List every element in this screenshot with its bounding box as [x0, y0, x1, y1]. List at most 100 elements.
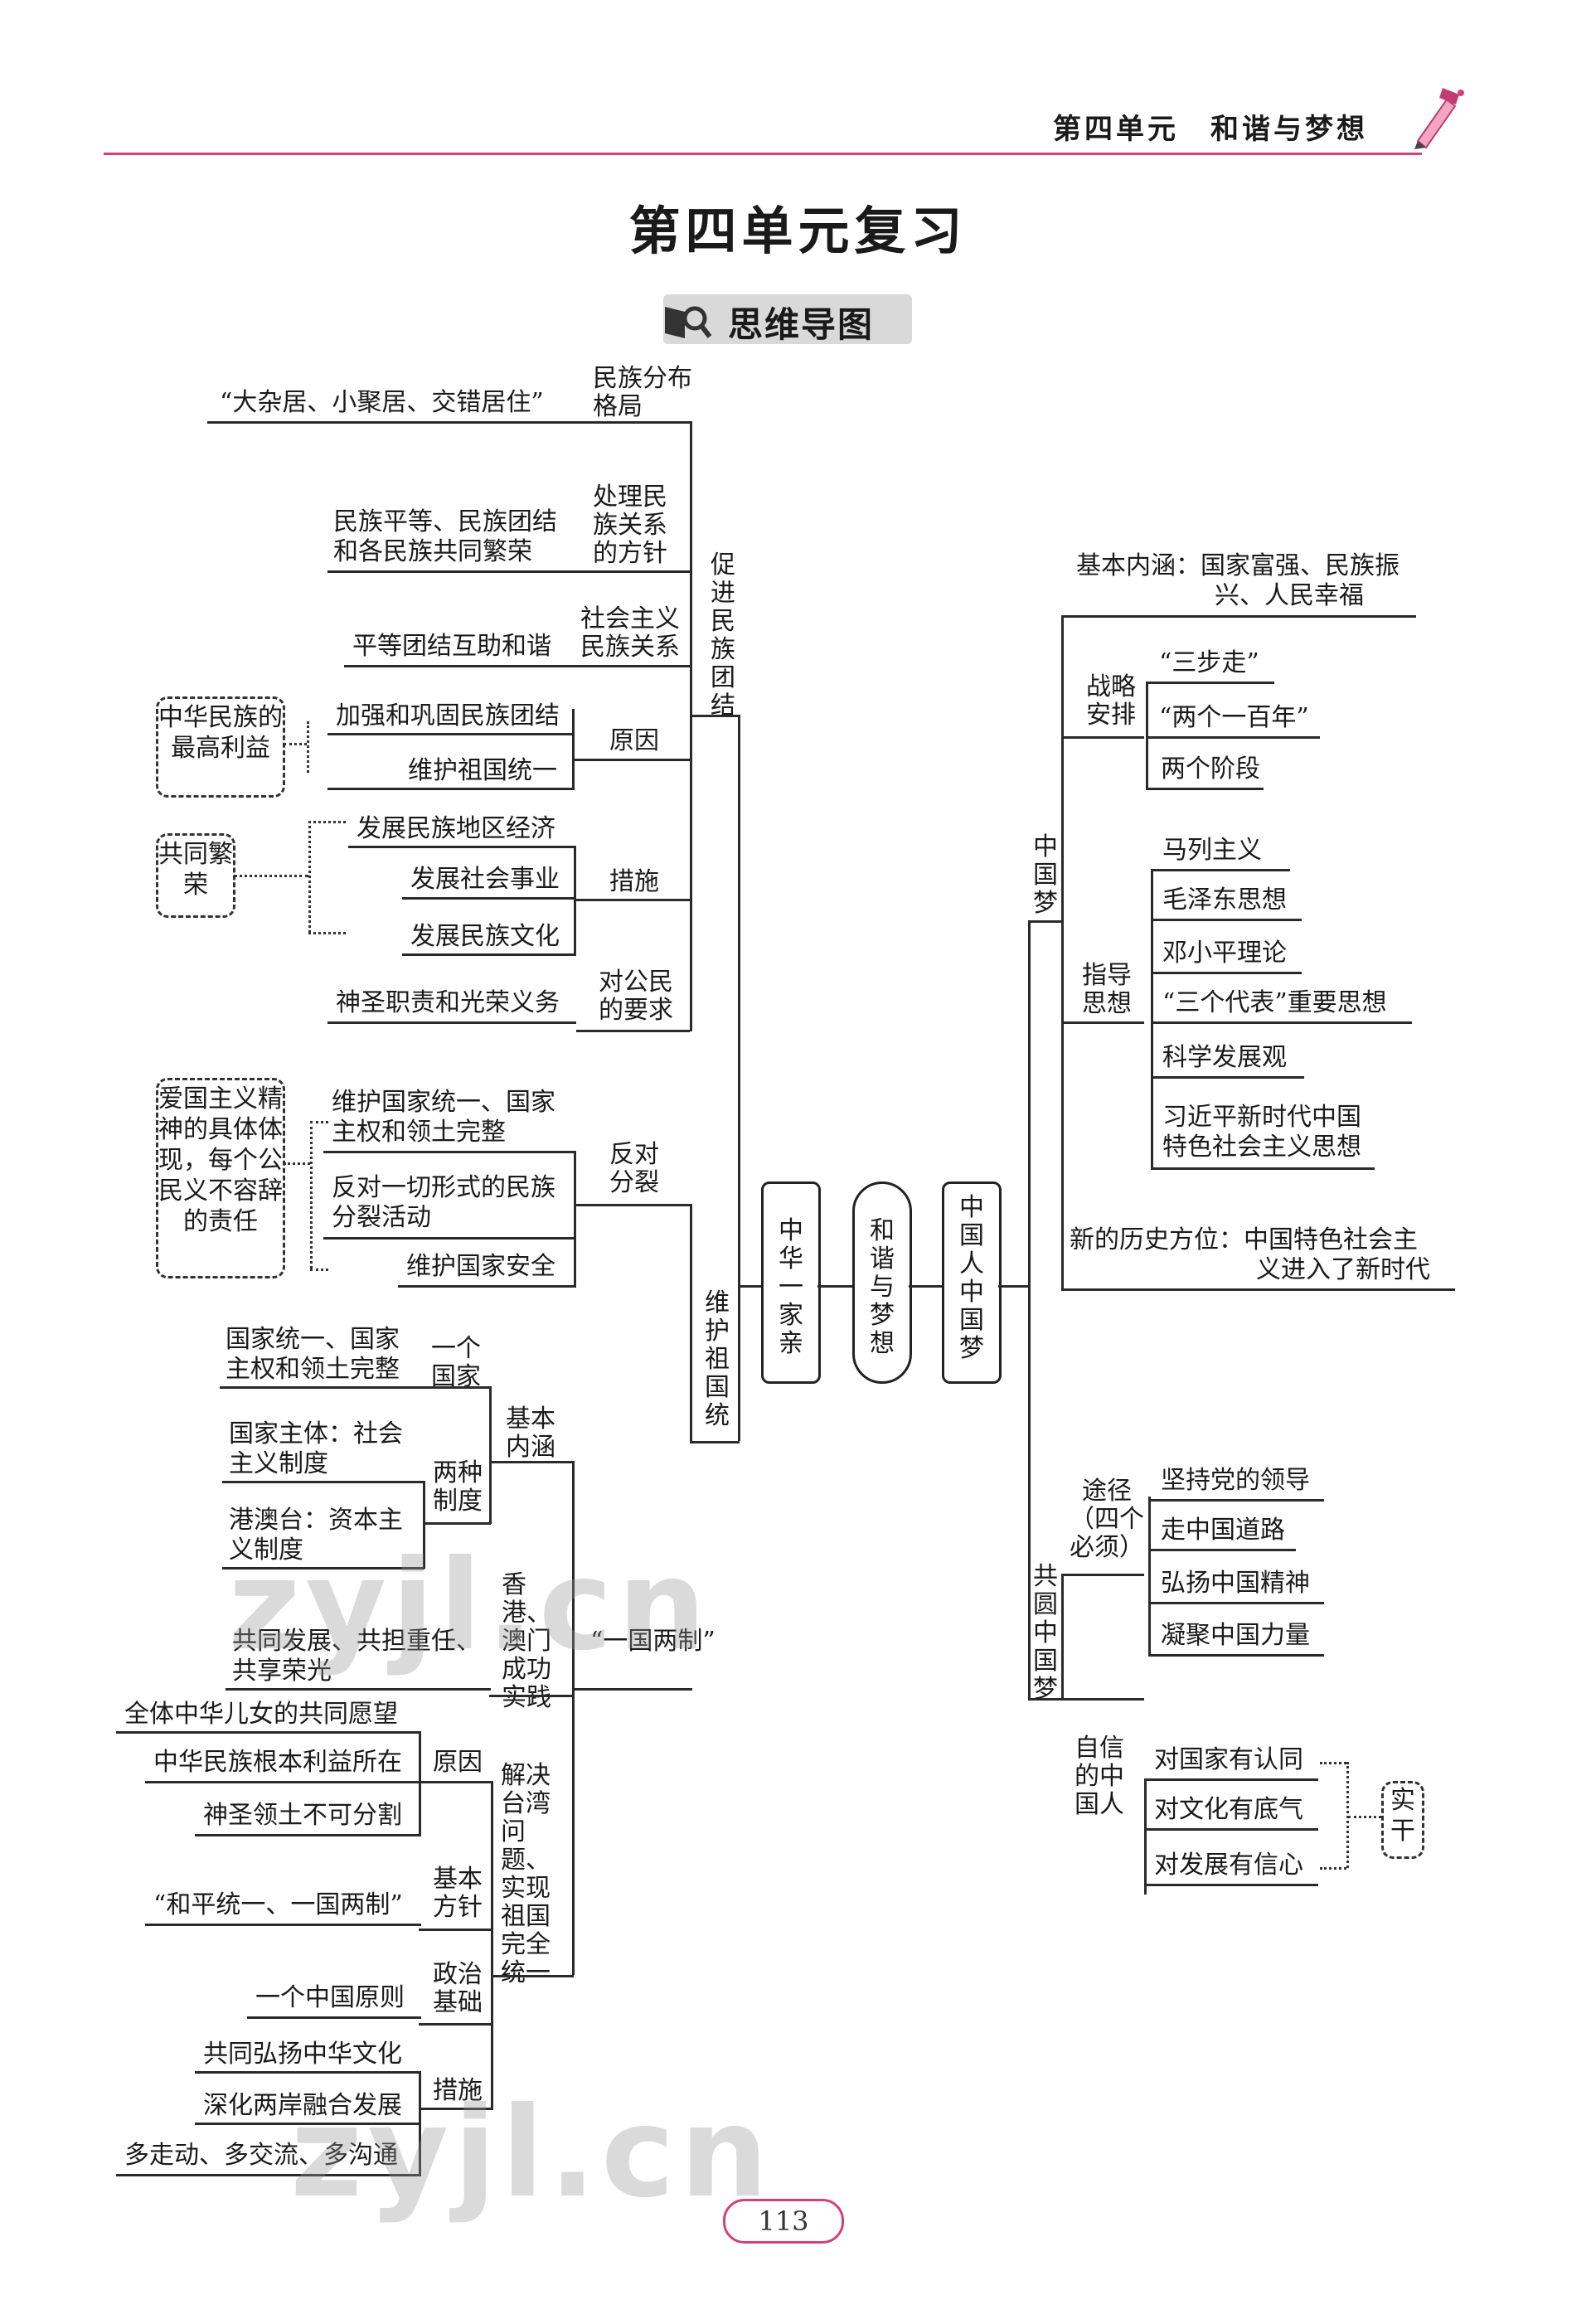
- line: [1061, 1574, 1144, 1576]
- page-number: 113: [723, 2199, 844, 2244]
- req-label-text: 对公民的要求: [599, 968, 673, 1025]
- line: [1146, 682, 1274, 684]
- line: [423, 1386, 491, 1389]
- tw-policy-value: “和平统一、一国两制”: [153, 1890, 403, 1919]
- strategy-label: 战略安排: [1086, 673, 1144, 730]
- dream-label: 中国梦: [1033, 832, 1058, 918]
- promote-label: 促进民族团结: [711, 551, 735, 720]
- policy-label: 处理民族关系的方针: [593, 483, 676, 568]
- guide-3: 邓小平理论: [1162, 939, 1287, 968]
- conf-2: 对文化有底气: [1154, 1795, 1303, 1824]
- rel-label: 社会主义民族关系: [580, 605, 688, 662]
- patriot-box: 爱国主义精神的具体体现，每个公民义不容辞的责任: [156, 1078, 285, 1278]
- two-sys-2a: 港澳台：资本主: [229, 1506, 403, 1535]
- line: [1028, 920, 1031, 1700]
- page-title: 第四单元复习: [628, 201, 968, 261]
- common-label: 共圆中国梦: [1033, 1562, 1058, 1704]
- line: [572, 1688, 692, 1691]
- two-sys-2b: 义制度: [229, 1536, 303, 1565]
- hk-value-2: 共享荣光: [232, 1657, 332, 1686]
- dist-label-text: 民族分布格局: [593, 364, 692, 421]
- dotted-line: [308, 821, 346, 823]
- line: [1146, 788, 1264, 790]
- hk-label: 香港、澳门成功实践: [502, 1571, 560, 1712]
- era-1: 新的历史方位：中国特色社会主: [1070, 1225, 1418, 1254]
- line: [344, 665, 576, 667]
- line: [419, 1781, 493, 1783]
- line: [574, 1151, 576, 1287]
- pencil-icon: [1409, 83, 1467, 149]
- era-2: 义进入了新时代: [1256, 1255, 1430, 1284]
- oppose-1b: 主权和领土完整: [332, 1118, 506, 1147]
- line: [1146, 682, 1148, 789]
- policy-value-1: 民族平等、民族团结: [333, 507, 557, 536]
- line: [690, 1441, 740, 1443]
- two-sys-1b: 主义制度: [229, 1449, 328, 1478]
- way-1: 坚持党的领导: [1161, 1466, 1310, 1495]
- line: [1146, 736, 1320, 739]
- line: [1151, 869, 1290, 871]
- line: [1148, 1654, 1324, 1657]
- line: [398, 1285, 576, 1288]
- center-b-text: 和谐与梦想: [870, 1216, 895, 1358]
- line: [1061, 1288, 1455, 1291]
- conf-box: 实干: [1381, 1781, 1424, 1859]
- way-label: 途径（四个必须）: [1070, 1477, 1144, 1562]
- oppose-2b: 分裂活动: [332, 1203, 431, 1232]
- measure-3: 发展民族文化: [410, 922, 560, 951]
- unify-label: 维护祖国统一: [705, 1288, 730, 1458]
- reason-box: 中华民族的最高利益: [156, 696, 285, 798]
- line: [489, 1386, 492, 1524]
- hk-value-1: 共同发展、共担重任、: [232, 1627, 481, 1656]
- center-box-a: 中华一家亲: [761, 1181, 821, 1384]
- dotted-line: [1348, 1816, 1381, 1818]
- measure-box-text: 共同繁荣: [158, 840, 233, 900]
- dotted-line: [284, 743, 307, 745]
- line: [589, 421, 691, 424]
- line: [1148, 1602, 1324, 1604]
- reason-box-text: 中华民族的最高利益: [158, 703, 283, 763]
- two-systems-label: 两种制度: [433, 1459, 491, 1516]
- tw-politic-value: 一个中国原则: [255, 1983, 405, 2012]
- line: [323, 1237, 576, 1240]
- dotted-line: [308, 821, 311, 933]
- oppose-label-text: 反对分裂: [609, 1140, 659, 1197]
- conf-1: 对国家有认同: [1154, 1745, 1303, 1774]
- line: [247, 2016, 421, 2019]
- line: [423, 1522, 491, 1525]
- line: [1028, 1698, 1063, 1701]
- line: [423, 1481, 425, 1569]
- measure-box: 共同繁荣: [156, 833, 235, 918]
- strategy-3: 两个阶段: [1161, 754, 1260, 784]
- line: [738, 1285, 763, 1288]
- dist-value: “大杂居、小聚居、交错居住”: [220, 388, 544, 417]
- reason-1: 加强和巩固民族团结: [336, 701, 560, 730]
- line: [419, 2108, 493, 2110]
- one-country-label-text: 一个国家: [431, 1334, 481, 1391]
- basic-label: 基本内涵: [506, 1405, 564, 1462]
- line: [195, 2071, 421, 2074]
- line: [222, 1481, 424, 1483]
- hk-label-text: 香港、澳门成功实践: [502, 1570, 551, 1712]
- line: [1151, 1167, 1375, 1170]
- line: [589, 570, 691, 573]
- line: [817, 1285, 854, 1288]
- basic-label-text: 基本内涵: [506, 1405, 555, 1462]
- strategy-1: “三步走”: [1159, 648, 1259, 677]
- oppose-1a: 维护国家统一、国家: [332, 1088, 555, 1117]
- measure-1: 发展民族地区经济: [357, 814, 555, 843]
- line: [1148, 1549, 1296, 1551]
- line: [327, 788, 572, 790]
- line: [690, 1204, 692, 1441]
- tw-reason-3: 神圣领土不可分割: [203, 1801, 402, 1830]
- conf-label: 自信的中国人: [1075, 1735, 1133, 1819]
- reason-2: 维护祖国统一: [408, 756, 557, 785]
- tw-measure-label: 措施: [433, 2076, 483, 2105]
- taiwan-label-text: 解决台湾问题、实现祖国完全统一: [501, 1761, 551, 1987]
- line: [1028, 920, 1063, 923]
- strategy-label-text: 战略安排: [1086, 672, 1136, 730]
- way-2: 走中国道路: [1161, 1516, 1285, 1545]
- line: [572, 709, 575, 790]
- reason-label: 原因: [609, 726, 659, 755]
- two-sys-1a: 国家主体：社会: [229, 1419, 403, 1448]
